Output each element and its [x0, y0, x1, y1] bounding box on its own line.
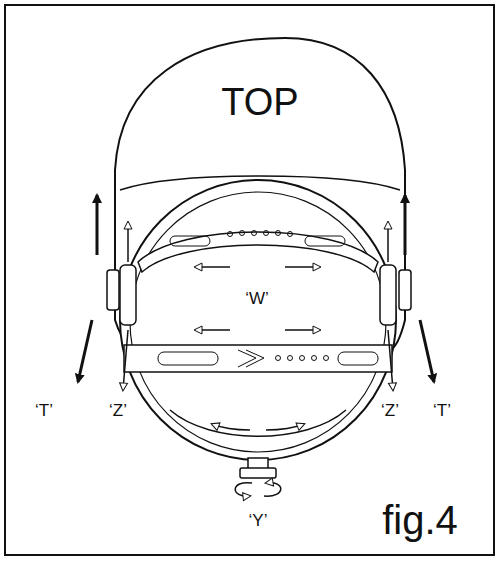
adjust-label: ‘Y’	[247, 511, 270, 530]
adjust-label: ‘W’	[243, 289, 271, 308]
adjust-label: ‘Z’	[107, 401, 129, 420]
adjust-label: ‘Z’	[379, 401, 401, 420]
adjust-label: ‘T’	[431, 401, 453, 420]
adjust-label: ‘T’	[33, 401, 55, 420]
view-title: TOP	[219, 82, 300, 122]
figure-number: fig.4	[380, 499, 460, 541]
